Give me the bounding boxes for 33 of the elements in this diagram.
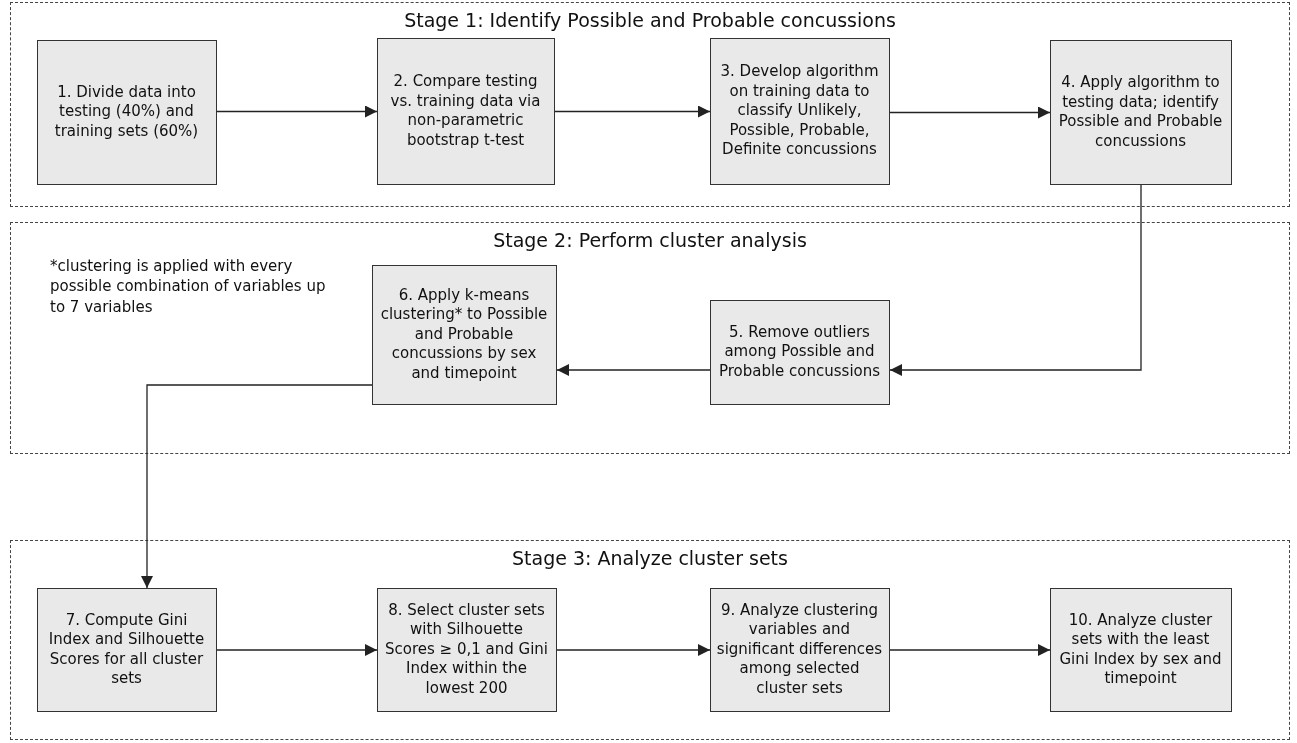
step-text: 7. Compute Gini Index and Silhouette Scores for all cluster sets xyxy=(47,610,206,689)
stage-panel xyxy=(10,540,1290,740)
step-text: 5. Remove outliers among Possible and Probable concussions xyxy=(717,322,882,382)
process-box xyxy=(36,39,217,185)
arrow xyxy=(216,105,378,118)
step-text: 6. Apply k-means clustering* to Possible and Probable concussions by sex and timepoint xyxy=(379,285,549,384)
process-box xyxy=(709,299,890,405)
process-box xyxy=(709,37,890,185)
process-box xyxy=(1049,39,1232,185)
process-box xyxy=(371,264,557,405)
stage-panel xyxy=(10,2,1290,207)
stage-panel xyxy=(10,222,1290,454)
step-text: 8. Select cluster sets with Silhouette Scores ≥ 0,1 and Gini Index within the lowest 200 xyxy=(384,600,549,699)
arrow xyxy=(889,184,1142,376)
arrow xyxy=(889,106,1051,119)
step-text: 3. Develop algorithm on training data to classify Unlikely, Possible, Probable, Definite concussions xyxy=(719,62,880,160)
arrow xyxy=(889,644,1051,656)
step-text: 4. Apply algorithm to testing data; identify Possible and Probable concussions xyxy=(1057,73,1224,151)
step-text: 9. Analyze clustering variables and significant differences among selected cluster sets xyxy=(716,600,883,699)
process-box xyxy=(376,587,557,712)
arrow xyxy=(556,644,711,656)
process-box xyxy=(36,587,217,712)
process-box xyxy=(1049,587,1232,712)
arrow xyxy=(216,644,378,656)
arrow xyxy=(556,364,711,376)
arrow xyxy=(554,105,711,118)
step-text: 10. Analyze cluster sets with the least Gini Index by sex and timepoint xyxy=(1058,610,1223,689)
process-box xyxy=(709,587,890,712)
step-text: 1. Divide data into testing (40%) and training sets (60%) xyxy=(53,82,200,142)
step-text: 2. Compare testing vs. training data via non-parametric bootstrap t-test xyxy=(389,72,542,150)
arrow xyxy=(141,384,373,589)
footnote: *clustering is applied with every possible combination of variables up to 7 variables xyxy=(50,256,327,317)
process-box xyxy=(376,37,555,185)
